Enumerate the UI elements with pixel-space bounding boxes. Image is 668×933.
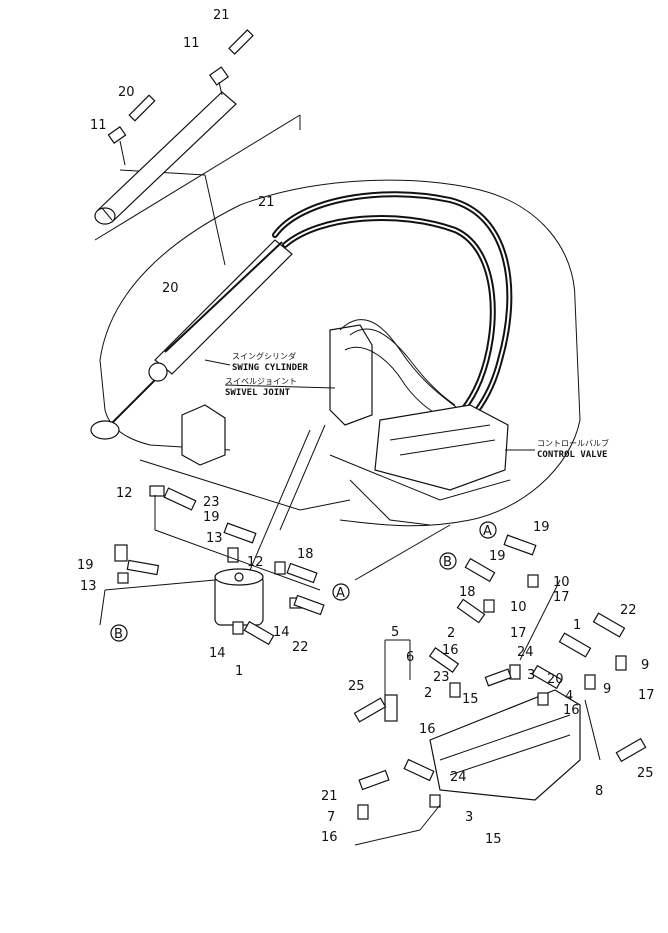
callout: 19 xyxy=(203,510,220,525)
callout: 3 xyxy=(465,810,473,825)
callout: 12 xyxy=(116,486,133,501)
marker-b-swivel: B xyxy=(110,624,128,642)
swivel-joint-fittings xyxy=(99,485,325,646)
swivel-joint-label: SWIVEL JOINT xyxy=(225,388,291,398)
svg-text:A: A xyxy=(336,586,345,601)
callout: 17 xyxy=(510,626,527,641)
callout: 22 xyxy=(620,603,637,618)
callout: 20 xyxy=(118,85,135,100)
callout: 3 xyxy=(527,668,535,683)
marker-b-valve: B xyxy=(439,552,457,570)
callout: 6 xyxy=(406,650,414,665)
callout: 2 xyxy=(447,626,455,641)
callout: 21 xyxy=(321,789,338,804)
callout: 12 xyxy=(247,555,264,570)
callout: 17 xyxy=(638,688,655,703)
swivel-joint-jp-label: スイベルジョイント xyxy=(225,377,297,386)
callout: 1 xyxy=(235,664,243,679)
callout: 18 xyxy=(459,585,476,600)
callout-numbers: 21 11 20 11 21 20 12 23 19 13 19 13 12 1… xyxy=(77,8,655,847)
callout: 19 xyxy=(533,520,550,535)
control-valve-fittings xyxy=(353,534,647,846)
control-valve-label: CONTROL VALVE xyxy=(537,450,607,460)
callout: 24 xyxy=(450,770,467,785)
callout: 5 xyxy=(391,625,399,640)
callout: 25 xyxy=(637,766,654,781)
callout: 20 xyxy=(162,281,179,296)
callout: 22 xyxy=(292,640,309,655)
callout: 24 xyxy=(517,645,534,660)
callout: 18 xyxy=(297,547,314,562)
upper-structure-view xyxy=(90,179,581,581)
callout: 17 xyxy=(553,590,570,605)
callout: 23 xyxy=(433,670,450,685)
control-valve-jp-label: コントロールバルブ xyxy=(537,438,609,448)
svg-text:B: B xyxy=(443,555,452,570)
callout: 13 xyxy=(206,531,223,546)
svg-text:B: B xyxy=(114,627,123,642)
swing-cylinder-label: SWING CYLINDER xyxy=(232,363,308,373)
callout: 23 xyxy=(203,495,220,510)
callout: 9 xyxy=(603,682,611,697)
callout: 11 xyxy=(183,36,200,51)
callout: 8 xyxy=(595,784,603,799)
callout: 16 xyxy=(419,722,436,737)
callout: 21 xyxy=(213,8,230,23)
callout: 25 xyxy=(348,679,365,694)
callout: 15 xyxy=(462,692,479,707)
callout: 10 xyxy=(553,575,570,590)
svg-text:A: A xyxy=(483,524,492,539)
callout: 20 xyxy=(547,672,564,687)
callout: 14 xyxy=(209,646,226,661)
marker-a-valve: A xyxy=(479,521,497,539)
callout: 15 xyxy=(485,832,502,847)
callout: 16 xyxy=(442,643,459,658)
callout: 19 xyxy=(77,558,94,573)
callout: 21 xyxy=(258,195,275,210)
callout: 14 xyxy=(273,625,290,640)
callout: 11 xyxy=(90,118,107,133)
callout: 4 xyxy=(565,689,573,704)
callout: 16 xyxy=(321,830,338,845)
callout: 7 xyxy=(327,810,335,825)
callout: 2 xyxy=(424,686,432,701)
callout: 16 xyxy=(563,703,580,718)
swing-cylinder-detail xyxy=(94,29,301,266)
callout: 10 xyxy=(510,600,527,615)
callout: 1 xyxy=(573,618,581,633)
marker-a-swivel: A xyxy=(332,583,350,601)
swing-cylinder-jp-label: スイングシリンダ xyxy=(232,351,296,361)
callout: 13 xyxy=(80,579,97,594)
callout: 9 xyxy=(641,658,649,673)
callout: 19 xyxy=(489,549,506,564)
